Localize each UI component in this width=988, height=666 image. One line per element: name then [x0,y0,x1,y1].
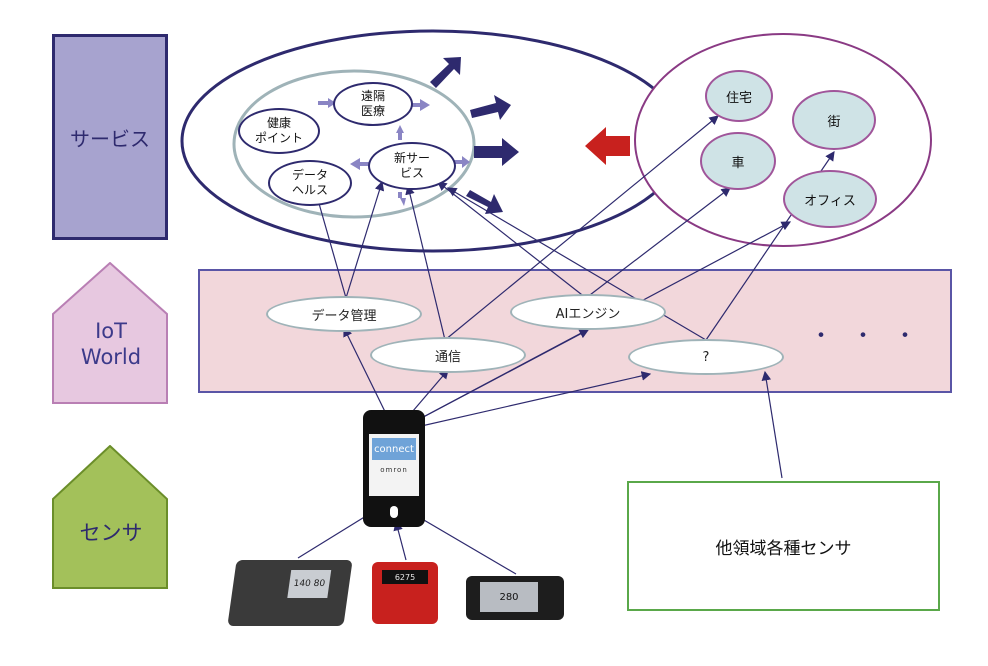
pedometer: 280 [466,576,564,620]
other-domain-ellipse [634,33,932,247]
inner-arrows [318,98,470,206]
service-layer-label: サービス [70,126,150,151]
connect-app-tile: connect [372,438,416,460]
service-data-health: データ ヘルス [268,160,352,206]
omron-brand-text: omron [380,466,408,474]
iot-layer-label: IoT World [55,318,167,370]
sensor-layer-house [52,445,168,589]
iot-label-line1: IoT [95,319,127,343]
smartphone: connect omron [363,410,425,527]
outgoing-arrows [430,57,519,214]
iot-data-management: データ管理 [266,296,422,332]
iot-label-line2: World [80,345,142,369]
area-town: 街 [792,90,876,150]
pedometer-display: 280 [480,582,538,612]
phone-home-icon [390,506,398,518]
area-office: オフィス [783,170,877,228]
iot-communication: 通信 [370,337,526,373]
service-new-service: 新サー ビス [368,142,456,190]
blood-pressure-monitor: 140 80 [227,560,353,626]
out-arrow-3 [474,138,519,166]
service-health-points: 健康 ポイント [238,108,320,154]
iot-layer-house [52,262,168,404]
area-house: 住宅 [705,70,773,122]
out-arrow-4 [466,190,503,214]
out-arrow-1 [430,57,461,88]
iot-more-ellipsis: ・・・ [810,324,937,349]
iot-ai-engine: AIエンジン [510,294,666,330]
body-composition-scale: 6275 [372,562,438,624]
service-remote-care: 遠隔 医療 [333,82,413,126]
red-arrow [585,127,630,165]
phone-screen: connect omron [369,434,419,496]
scale-display: 6275 [382,570,428,584]
iot-unknown: ? [628,339,784,375]
bp-monitor-display: 140 80 [287,570,332,598]
sensor-layer-label: センサ [79,521,143,545]
out-arrow-2 [470,95,511,120]
other-sensors-label: 他領域各種センサ [715,538,852,559]
service-layer-box: サービス [52,34,168,240]
area-car: 車 [700,132,776,190]
other-domain-sensors-box: 他領域各種センサ [627,481,940,611]
